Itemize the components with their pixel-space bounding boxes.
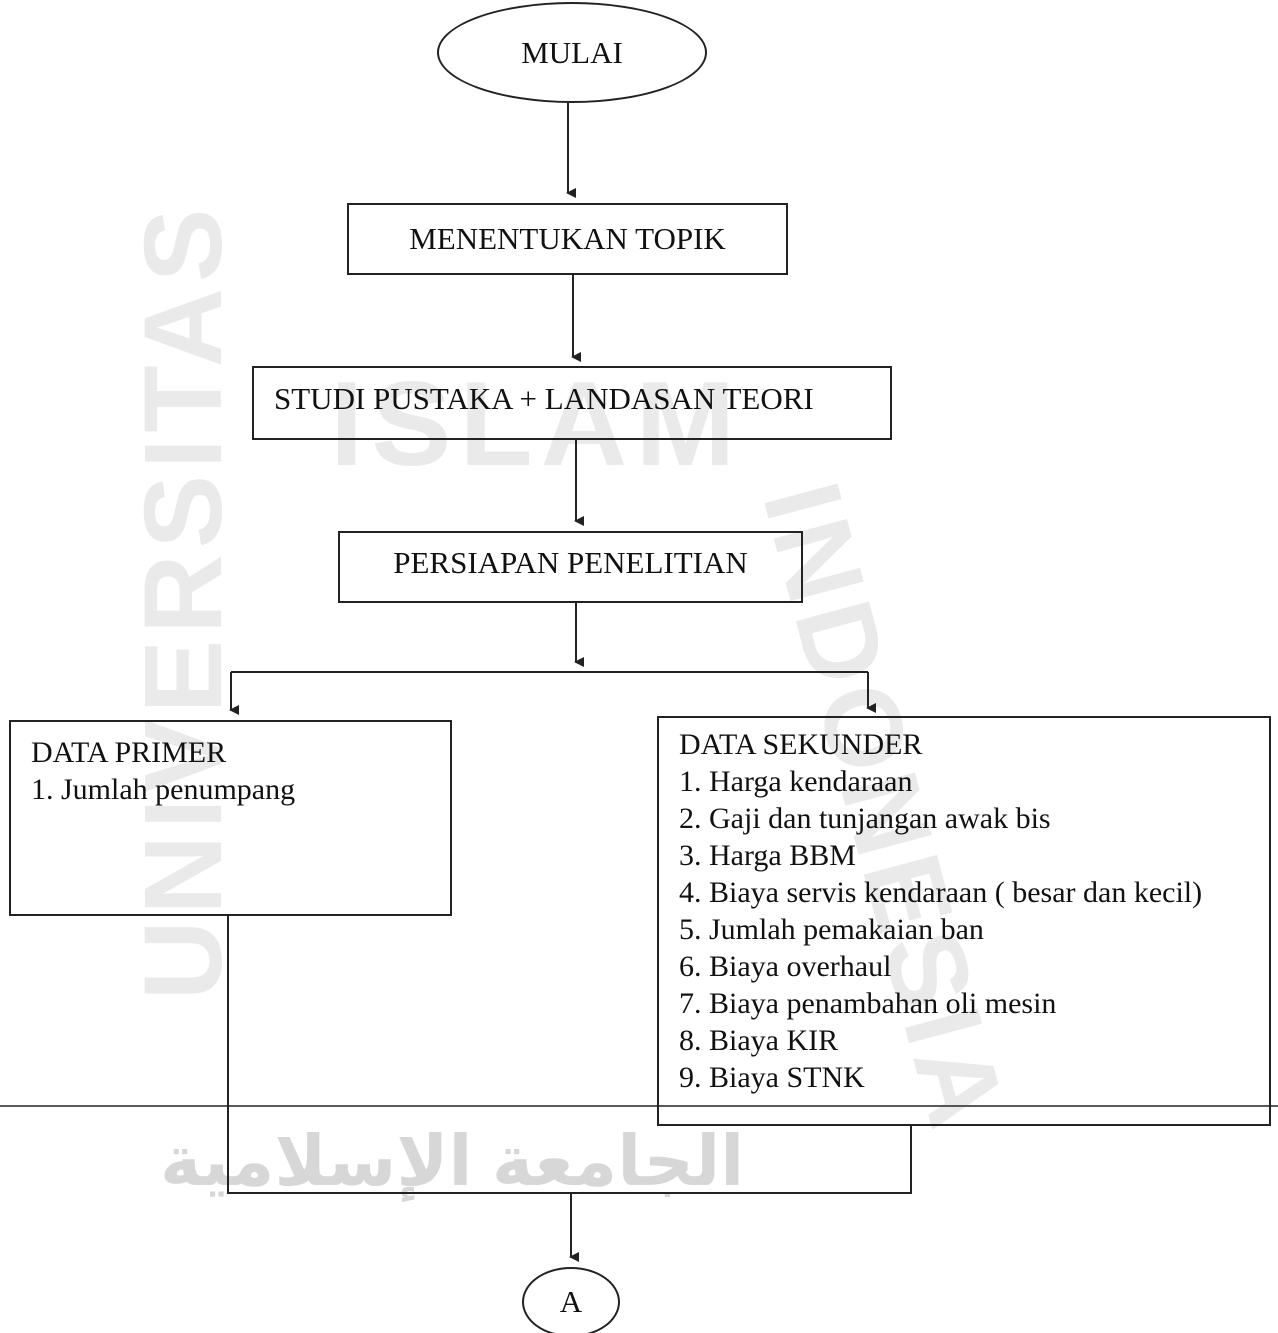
process-studi-pustaka: STUDI PUSTAKA + LANDASAN TEORI: [252, 366, 892, 440]
data-sekunder-item: 3. Harga BBM: [679, 839, 856, 872]
data-sekunder-item: 6. Biaya overhaul: [679, 950, 892, 983]
connector-a: A: [522, 1267, 620, 1333]
data-sekunder-item: 5. Jumlah pemakaian ban: [679, 913, 984, 946]
data-sekunder-box: DATA SEKUNDER 1. Harga kendaraan 2. Gaji …: [657, 716, 1271, 1126]
process-persiapan-penelitian: PERSIAPAN PENELITIAN: [338, 531, 803, 603]
process-menentukan-topik: MENENTUKAN TOPIK: [347, 203, 788, 275]
data-sekunder-item: 2. Gaji dan tunjangan awak bis: [679, 802, 1051, 835]
data-primer-box: DATA PRIMER 1. Jumlah penumpang: [9, 720, 452, 916]
data-primer-title: DATA PRIMER: [31, 736, 227, 769]
data-sekunder-item: 1. Harga kendaraan: [679, 765, 913, 798]
data-primer-list: 1. Jumlah penumpang: [31, 771, 434, 808]
data-primer-item: 1. Jumlah penumpang: [31, 773, 296, 806]
data-sekunder-item: 7. Biaya penambahan oli mesin: [679, 987, 1057, 1020]
start-terminal: MULAI: [437, 2, 707, 103]
data-sekunder-item: 4. Biaya servis kendaraan ( besar dan ke…: [679, 876, 1203, 909]
data-sekunder-list: 1. Harga kendaraan 2. Gaji dan tunjangan …: [679, 763, 1253, 1096]
data-sekunder-item: 8. Biaya KIR: [679, 1024, 839, 1057]
watermark-islam: ISLAM: [330, 357, 744, 491]
merge-line-sekunder: [571, 1126, 912, 1194]
data-sekunder-title: DATA SEKUNDER: [679, 728, 923, 761]
data-sekunder-item: 9. Biaya STNK: [679, 1061, 865, 1094]
merge-line-primer: [227, 916, 571, 1194]
watermark-arabic: ﺍﻟﺠﺎﻣﻌﺔ ﺍﻹﺳﻼﻣﻴﺔ: [160, 1122, 745, 1200]
